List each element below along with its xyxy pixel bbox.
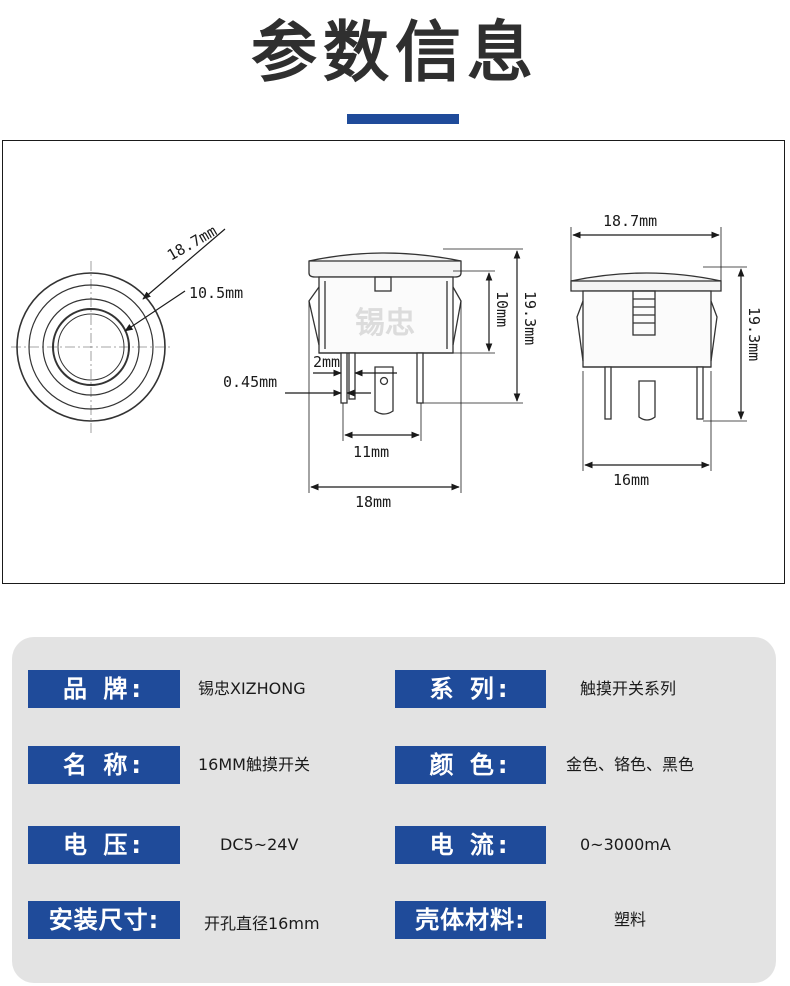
dimension-drawing: 18.7mm 10.5mm 锡忠: [11, 212, 763, 511]
title-underline: [347, 114, 459, 124]
brand-value: 锡忠XIZHONG: [198, 679, 306, 698]
page-title: 参数信息: [251, 14, 539, 91]
mounting-size-label: 安装尺寸:: [28, 901, 180, 939]
series-label: 系 列:: [395, 670, 546, 708]
color-label: 颜 色:: [395, 746, 546, 784]
side-height-short-label: 10mm: [493, 291, 511, 327]
side-width-label: 18mm: [355, 493, 391, 511]
side-gap-label: 2mm: [313, 353, 340, 371]
pin-spacing-label: 11mm: [353, 443, 389, 461]
current-value: 0~3000mA: [580, 835, 671, 854]
voltage-value: DC5~24V: [220, 835, 299, 854]
brand-label: 品 牌:: [28, 670, 180, 708]
name-label: 名 称:: [28, 746, 180, 784]
right-view: [570, 272, 722, 421]
pin-thickness-label: 0.45mm: [223, 373, 277, 391]
right-bottom-width-label: 16mm: [613, 471, 649, 489]
right-top-width-label: 18.7mm: [603, 212, 657, 230]
name-value: 16MM触摸开关: [198, 755, 310, 774]
color-value: 金色、铬色、黑色: [566, 755, 695, 774]
dimension-diagram: 18.7mm 10.5mm 锡忠: [2, 140, 785, 584]
mounting-size-value: 开孔直径16mm: [204, 914, 320, 933]
front-inner-diameter-label: 10.5mm: [189, 284, 243, 302]
spec-table: 品 牌: 锡忠XIZHONG 系 列: 触摸开关系列 名 称: 16MM触摸开关…: [12, 637, 776, 983]
housing-material-label: 壳体材料:: [395, 901, 546, 939]
front-view: [11, 228, 226, 433]
side-height-total-label: 19.3mm: [521, 291, 539, 345]
watermark: 锡忠: [355, 306, 415, 341]
front-outer-diameter-label: 18.7mm: [164, 222, 220, 265]
right-height-label: 19.3mm: [745, 307, 763, 361]
current-label: 电 流:: [395, 826, 546, 864]
housing-material-value: 塑料: [614, 910, 647, 929]
voltage-label: 电 压:: [28, 826, 180, 864]
right-dimension-lines: [570, 227, 747, 471]
series-value: 触摸开关系列: [580, 679, 677, 698]
side-dimension-lines: [285, 248, 523, 493]
side-view: [308, 252, 462, 415]
